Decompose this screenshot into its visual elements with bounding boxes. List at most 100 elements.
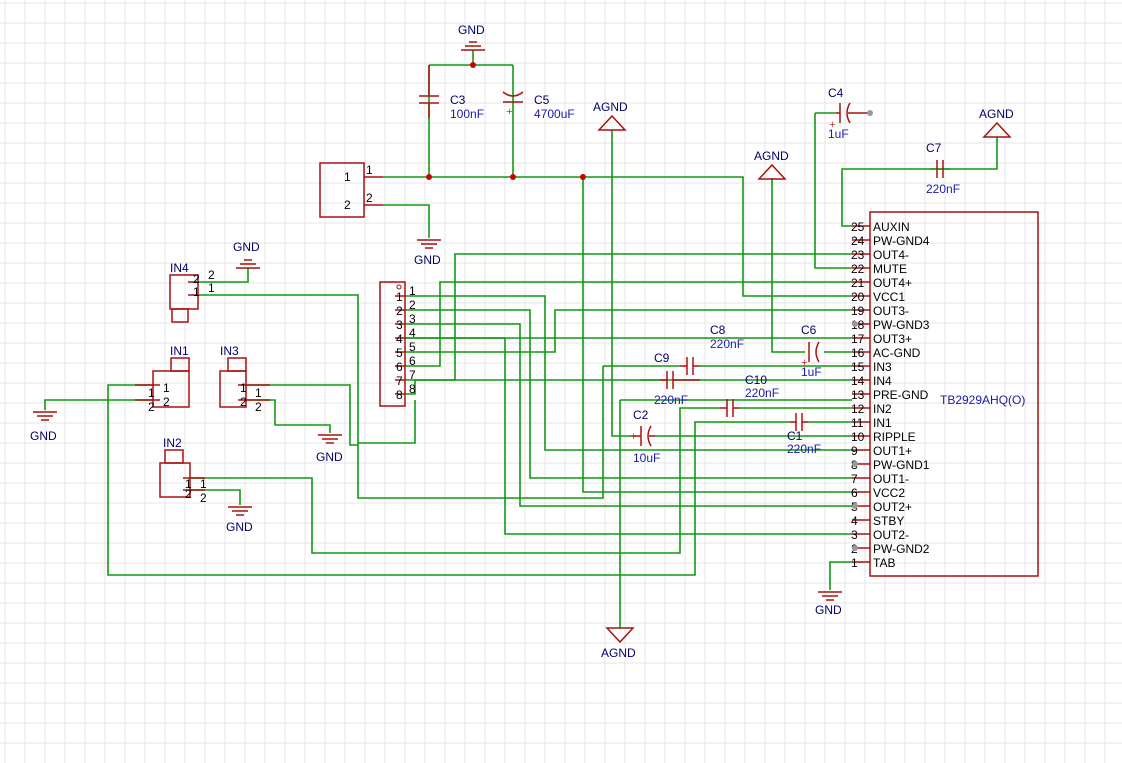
jack-in4[interactable]: IN4 2 2 1 1 — [169, 261, 215, 323]
capacitors: C3 100nF + C5 4700uF + C4 1uF C7 220nF — [419, 65, 960, 465]
capacitor-c8[interactable]: C8 220nF — [680, 323, 744, 375]
gnd-symbol: GND — [226, 506, 253, 534]
junctions — [426, 62, 586, 180]
gnd-symbol: GND — [414, 239, 441, 267]
c3-value: 100nF — [450, 107, 484, 121]
c2-value: 10uF — [633, 451, 660, 465]
header-pin-inner-num: 4 — [396, 332, 403, 346]
audio-jacks: IN4 2 2 1 1 IN1 1 1 2 2 IN3 1 1 2 — [135, 261, 270, 505]
capacitor-c5[interactable]: + C5 4700uF — [502, 91, 575, 121]
chip-pin-5[interactable]: 5OUT2+ — [851, 500, 912, 514]
c1-ref: C1 — [787, 429, 803, 443]
chip-pin-15[interactable]: 15 IN3 — [851, 360, 892, 374]
jack-in1[interactable]: IN1 1 1 2 2 — [135, 344, 190, 414]
in1-ref: IN1 — [170, 344, 189, 358]
chip-pin-number: 1 — [851, 556, 858, 570]
chip-pin-number: 4 — [851, 514, 858, 528]
power-connector[interactable]: 1 1 2 2 — [319, 162, 383, 218]
c4-ref: C4 — [828, 86, 844, 100]
in2-pin-b: 2 — [185, 487, 192, 501]
c4-value: 1uF — [828, 127, 849, 141]
chip-pin-2[interactable]: 2PW-GND2 — [851, 542, 930, 556]
c8-ref: C8 — [710, 323, 726, 337]
chip-pin-number: 15 — [851, 360, 865, 374]
header-pin-outer-num: 8 — [409, 382, 416, 396]
agnd-label: AGND — [601, 646, 636, 660]
chip-pin-number: 10 — [851, 430, 865, 444]
nc-marker — [852, 321, 858, 327]
gnd-symbol: GND — [815, 591, 842, 617]
capacitor-c9[interactable]: C9 220nF — [654, 351, 700, 407]
in3-pin-a2: 1 — [255, 386, 262, 400]
agnd-symbol: AGND — [754, 149, 789, 180]
gnd-label: GND — [233, 240, 260, 254]
c9-ref: C9 — [654, 351, 670, 365]
chip-pin-18[interactable]: 18PW-GND3 — [851, 318, 930, 332]
in4-pin-b2: 1 — [208, 281, 215, 295]
jack-in3[interactable]: IN3 1 1 2 2 — [219, 344, 270, 414]
wires — [44, 50, 998, 628]
capacitor-c3[interactable]: C3 100nF — [419, 65, 484, 121]
chip-pin-label: IN3 — [873, 360, 892, 374]
capacitor-c4[interactable]: + C4 1uF — [828, 86, 873, 141]
capacitor-c10[interactable]: C10 220nF — [720, 373, 779, 417]
in1-pin-b: 2 — [148, 400, 155, 414]
chip-pin-number: 16 — [851, 346, 865, 360]
capacitor-c6[interactable]: + C6 1uF — [801, 323, 822, 379]
header-pin-outer-num: 4 — [409, 326, 416, 340]
header-pin-inner-num: 6 — [396, 360, 403, 374]
capacitor-c7[interactable]: C7 220nF — [926, 141, 960, 196]
chip-pin-number: 24 — [851, 234, 865, 248]
jack-in2[interactable]: IN2 1 1 2 2 — [159, 436, 207, 505]
c1-value: 220nF — [787, 442, 821, 456]
in4-pin-b: 1 — [193, 285, 200, 299]
agnd-label: AGND — [979, 107, 1014, 121]
in3-pin-a: 1 — [240, 381, 247, 395]
chip-pin-label: OUT3+ — [873, 332, 912, 346]
chip-pin-number: 6 — [851, 486, 858, 500]
capacitor-c1[interactable]: C1 220nF — [787, 413, 821, 456]
chip-pin-label: OUT3- — [873, 304, 909, 318]
chip-pin-label: OUT4- — [873, 248, 909, 262]
chip-pin-number: 12 — [851, 402, 865, 416]
gnd-label: GND — [226, 520, 253, 534]
chip-pin-label: IN1 — [873, 416, 892, 430]
chip-pin-3[interactable]: 3 OUT2- — [851, 528, 909, 542]
capacitor-c2[interactable]: + C2 10uF — [630, 408, 660, 465]
chip-pin-8[interactable]: 8PW-GND1 — [851, 458, 930, 472]
chip-pin-number: 20 — [851, 290, 865, 304]
chip-pin-label: OUT2- — [873, 528, 909, 542]
chip-pin-number: 3 — [851, 528, 858, 542]
